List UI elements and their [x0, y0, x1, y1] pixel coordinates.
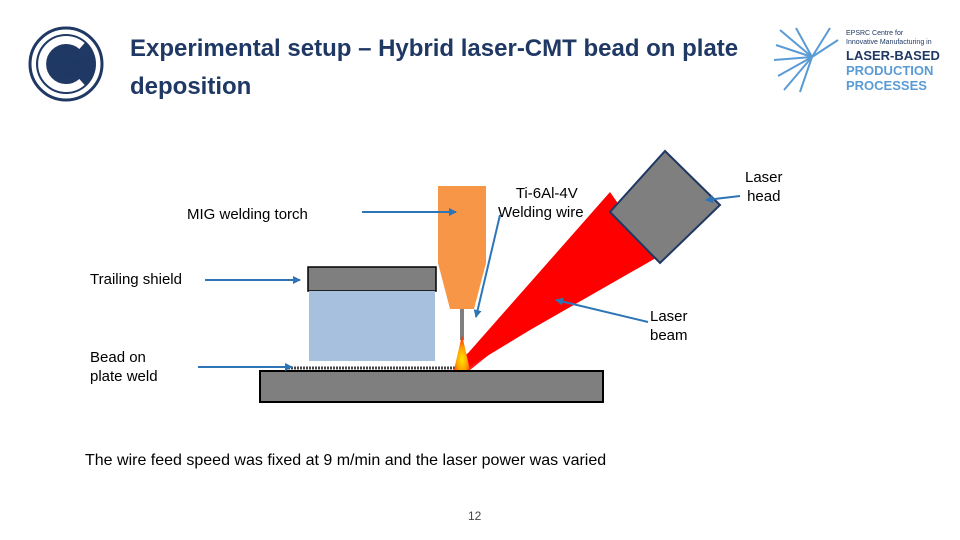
label-wire-line1: Ti-6Al-4V [515, 185, 578, 202]
epsrc-line1: EPSRC Centre for [846, 30, 904, 37]
label-laser-beam-line1: Laser [650, 308, 688, 325]
epsrc-line5: PROCESSES [846, 78, 927, 93]
cranfield-logo-tagline: Manufacturing [50, 72, 82, 78]
melt-pool [454, 335, 470, 370]
trailing-shield-top [307, 266, 437, 292]
label-laser-head-line1: Laser [745, 169, 783, 186]
label-bead-line2: plate weld [90, 368, 158, 385]
label-mig-torch: MIG welding torch [187, 206, 308, 223]
epsrc-line3: LASER-BASED [846, 48, 940, 63]
laser-head [608, 149, 722, 265]
cranfield-logo-name: Cranfield [46, 58, 85, 68]
label-trailing-shield: Trailing shield [90, 271, 182, 288]
slide-caption: The wire feed speed was fixed at 9 m/min… [85, 452, 607, 469]
base-plate [259, 370, 604, 403]
trailing-shield-gas [309, 291, 435, 361]
page-number: 12 [468, 509, 482, 523]
epsrc-line4: PRODUCTION [846, 63, 933, 78]
label-laser-beam-line2: beam [650, 327, 688, 344]
label-laser-head: Laser head [745, 168, 783, 206]
cranfield-logo: Cranfield Manufacturing [28, 26, 104, 102]
laser-beam [462, 192, 656, 370]
mig-torch [438, 186, 486, 309]
label-laser-beam: Laser beam [650, 307, 688, 345]
epsrc-line2: Innovative Manufacturing in [846, 39, 932, 46]
label-bead: Bead on plate weld [90, 348, 158, 386]
laser-beam-glow [462, 330, 520, 370]
arrow-wire [473, 214, 501, 318]
label-wire-line2: Welding wire [498, 204, 584, 221]
slide-title: Experimental setup – Hybrid laser-CMT be… [130, 35, 739, 100]
label-laser-head-line2: head [747, 188, 781, 205]
label-bead-line1: Bead on [90, 349, 146, 366]
arrow-laser-head [705, 195, 741, 204]
epsrc-laser-logo: EPSRC Centre for Innovative Manufacturin… [773, 27, 940, 93]
arrow-laser-beam [555, 297, 649, 323]
label-wire: Ti-6Al-4V Welding wire [498, 184, 584, 222]
